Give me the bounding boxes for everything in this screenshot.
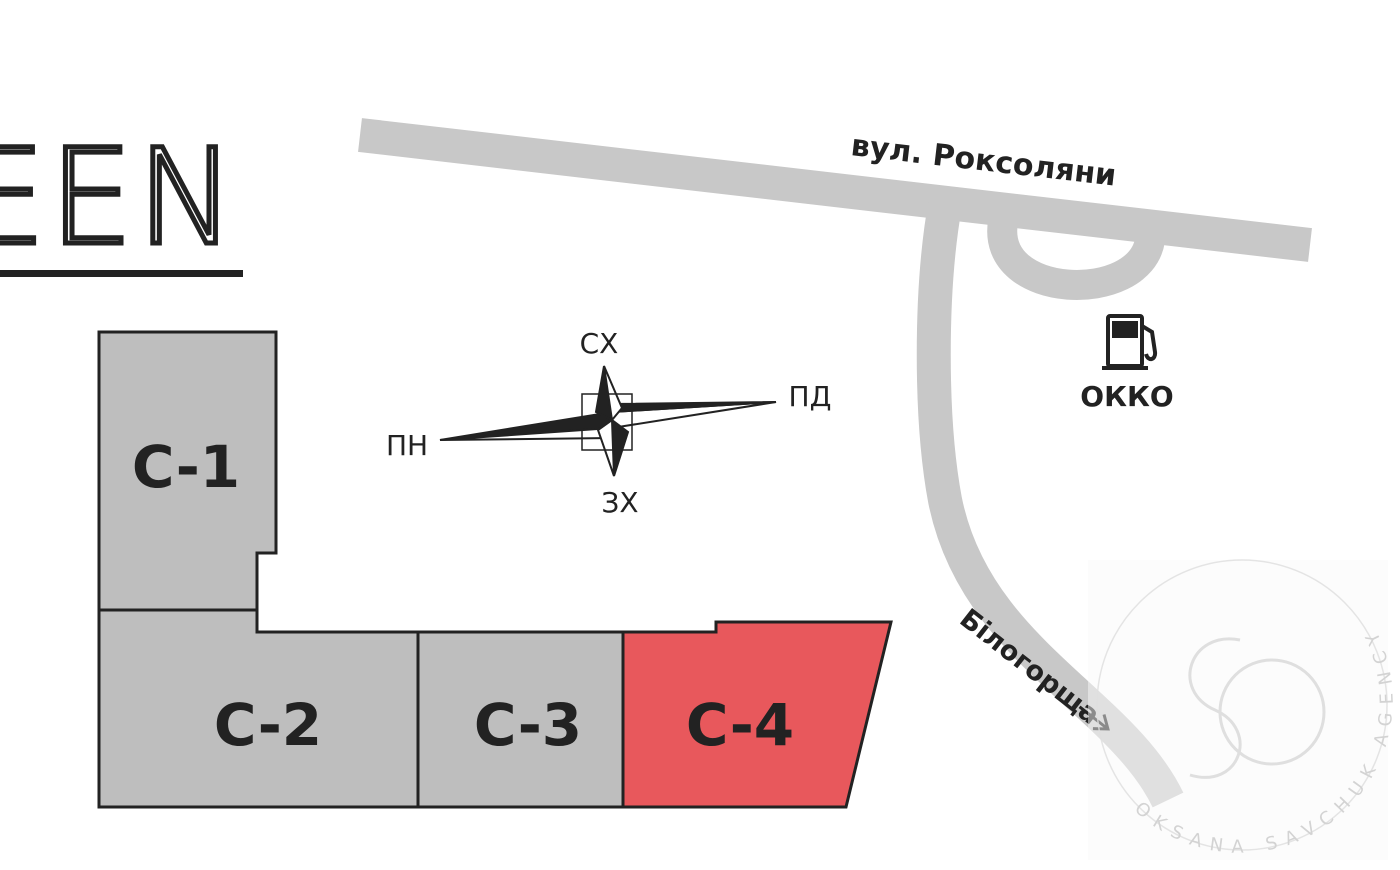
- compass-rose-icon: [439, 365, 777, 477]
- fuel-station-icon: [1102, 314, 1158, 370]
- road-loop: [987, 219, 1165, 300]
- building-blocks: [97, 330, 893, 809]
- road-main: [358, 118, 1312, 262]
- block-c2-label: C-2: [214, 691, 322, 759]
- compass-east-label: СХ: [580, 327, 619, 360]
- watermark-monogram-icon: [1188, 637, 1242, 779]
- block-c1-label: C-1: [132, 433, 240, 501]
- watermark-seal-icon: [1096, 559, 1388, 851]
- block-c4[interactable]: [621, 620, 893, 809]
- logo: EEN: [0, 119, 243, 278]
- block-c3-label: C-3: [474, 691, 582, 759]
- street-label-side: Білогорща: [954, 603, 1106, 731]
- arrow-right-icon: [1078, 705, 1110, 731]
- compass-west-label: ЗХ: [601, 486, 638, 519]
- compass-south-label: ПД: [789, 380, 832, 413]
- block-c4-label: C-4: [686, 691, 794, 759]
- logo-underline: [0, 270, 243, 277]
- compass: СХ ЗХ ПН ПД: [386, 327, 832, 519]
- fuel-station: ОККО: [1080, 314, 1174, 413]
- watermark: OKSANA SAVCHUK AGENCY: [1088, 559, 1389, 860]
- fuel-station-label: ОККО: [1080, 380, 1173, 413]
- logo-text: EEN: [0, 121, 240, 275]
- watermark-panel: [1088, 560, 1388, 860]
- compass-north-label: ПН: [386, 429, 428, 462]
